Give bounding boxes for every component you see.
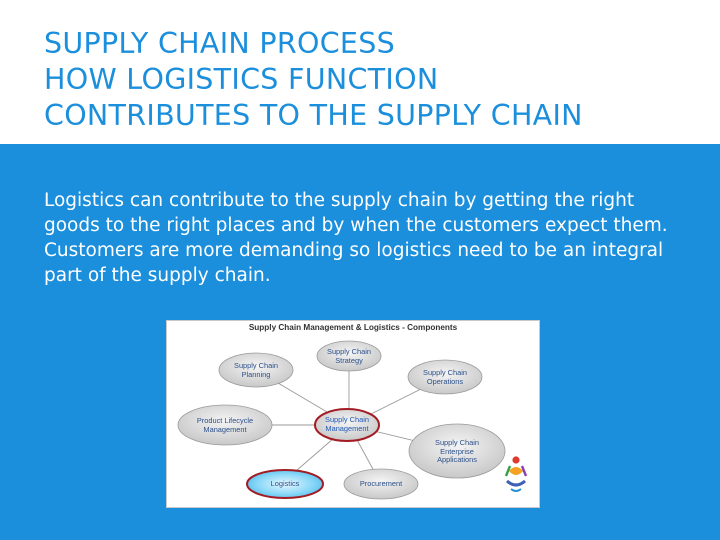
title-band — [0, 0, 720, 144]
node-enterprise — [408, 423, 506, 479]
label-operations: Supply Chain Operations — [423, 368, 467, 386]
title-line-3: CONTRIBUTES TO THE SUPPLY CHAIN — [44, 99, 583, 132]
label-plm: Product Lifecycle Management — [196, 416, 254, 434]
node-procurement — [343, 468, 419, 500]
node-planning — [218, 352, 294, 388]
title-line-2: HOW LOGISTICS FUNCTION — [44, 63, 439, 96]
diagram-graphic — [177, 340, 528, 500]
logo-icon — [504, 456, 528, 492]
node-strategy — [316, 340, 382, 372]
label-enterprise: Supply Chain Enterprise Applications — [435, 438, 479, 464]
node-center — [314, 408, 380, 442]
label-center: Supply Chain Management — [325, 415, 369, 433]
label-planning: Supply Chain Planning — [234, 361, 278, 379]
label-procurement: Procurement — [359, 479, 403, 488]
diagram-panel: Supply Chain Management & Logistics - Co… — [166, 320, 540, 508]
node-operations — [407, 359, 483, 395]
label-strategy: Supply Chain Strategy — [327, 347, 371, 365]
title-line-1: SUPPLY CHAIN PROCESS — [44, 27, 396, 60]
slide-title: SUPPLY CHAIN PROCESS HOW LOGISTICS FUNCT… — [44, 26, 704, 134]
diagram-title: Supply Chain Management & Logistics - Co… — [248, 323, 458, 332]
body-paragraph: Logistics can contribute to the supply c… — [44, 190, 668, 286]
node-plm — [177, 404, 273, 446]
label-logistics: Logistics — [270, 479, 300, 488]
node-logistics-glow — [246, 469, 324, 499]
